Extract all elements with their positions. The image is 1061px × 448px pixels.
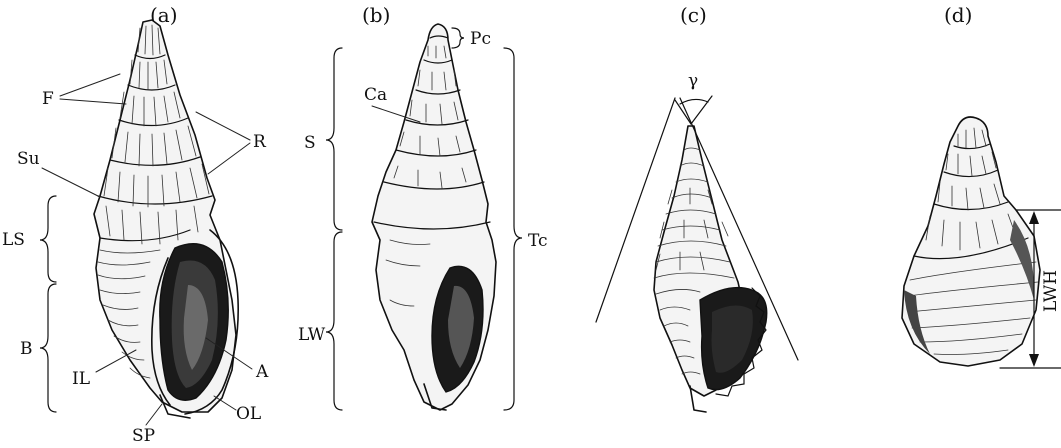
panel-d-title: (d) bbox=[944, 3, 972, 27]
panel-c-shell bbox=[654, 126, 767, 412]
lwh-arrow-bottom bbox=[1029, 354, 1039, 367]
apical-angle-arc bbox=[680, 99, 708, 104]
panel-d: (d) LWH bbox=[902, 3, 1061, 368]
label-F: F bbox=[42, 89, 54, 109]
panel-b-shell bbox=[372, 24, 496, 410]
brace-B bbox=[40, 284, 56, 412]
label-Ca: Ca bbox=[364, 85, 387, 105]
label-Su: Su bbox=[17, 149, 40, 169]
label-A: A bbox=[255, 362, 269, 382]
brace-LW bbox=[326, 232, 342, 410]
lwh-arrow-top bbox=[1029, 211, 1039, 224]
panel-c-title: (c) bbox=[680, 3, 707, 27]
panel-b: (b) Pc Ca S bbox=[298, 3, 548, 410]
panel-a: (a) F bbox=[2, 3, 269, 446]
label-Tc: Tc bbox=[528, 231, 548, 251]
brace-S bbox=[326, 48, 342, 230]
panel-d-shell bbox=[902, 117, 1040, 366]
label-S: S bbox=[304, 133, 316, 153]
brace-Pc bbox=[452, 28, 464, 48]
label-gamma: γ bbox=[688, 71, 698, 91]
panel-c: (c) γ bbox=[596, 3, 798, 412]
label-IL: IL bbox=[72, 369, 90, 389]
label-OL: OL bbox=[236, 404, 261, 424]
label-R: R bbox=[253, 132, 267, 152]
brace-LS bbox=[40, 196, 56, 282]
brace-Tc bbox=[504, 48, 522, 410]
panel-b-title: (b) bbox=[362, 3, 390, 27]
label-B: B bbox=[20, 339, 33, 359]
label-LW: LW bbox=[298, 325, 326, 345]
label-LWH: LWH bbox=[1041, 270, 1061, 312]
label-SP: SP bbox=[132, 426, 155, 446]
label-Pc: Pc bbox=[470, 29, 491, 49]
panel-a-shell bbox=[94, 20, 238, 418]
label-LS: LS bbox=[2, 230, 25, 250]
